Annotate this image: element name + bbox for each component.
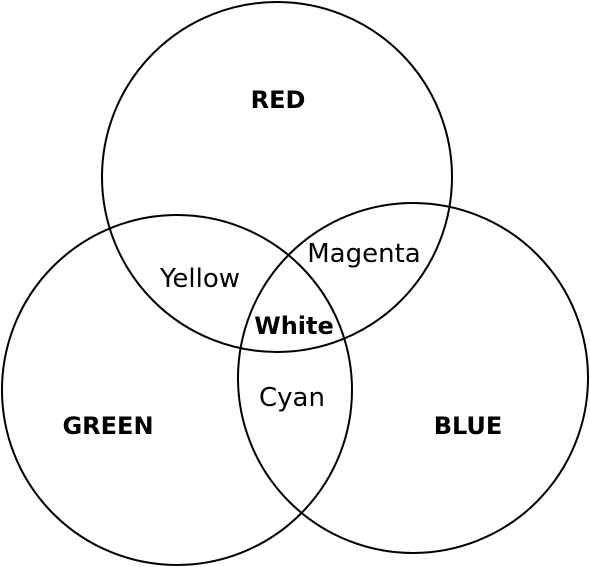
red-circle bbox=[101, 1, 453, 353]
green-circle bbox=[1, 214, 353, 566]
blue-label: BLUE bbox=[434, 412, 503, 440]
white-center-label: White bbox=[254, 312, 334, 340]
red-label: RED bbox=[251, 86, 306, 114]
blue-circle bbox=[237, 202, 589, 554]
magenta-overlap-label: Magenta bbox=[307, 239, 420, 269]
yellow-overlap-label: Yellow bbox=[159, 264, 240, 294]
cyan-overlap-label: Cyan bbox=[259, 383, 325, 413]
green-label: GREEN bbox=[62, 412, 153, 440]
